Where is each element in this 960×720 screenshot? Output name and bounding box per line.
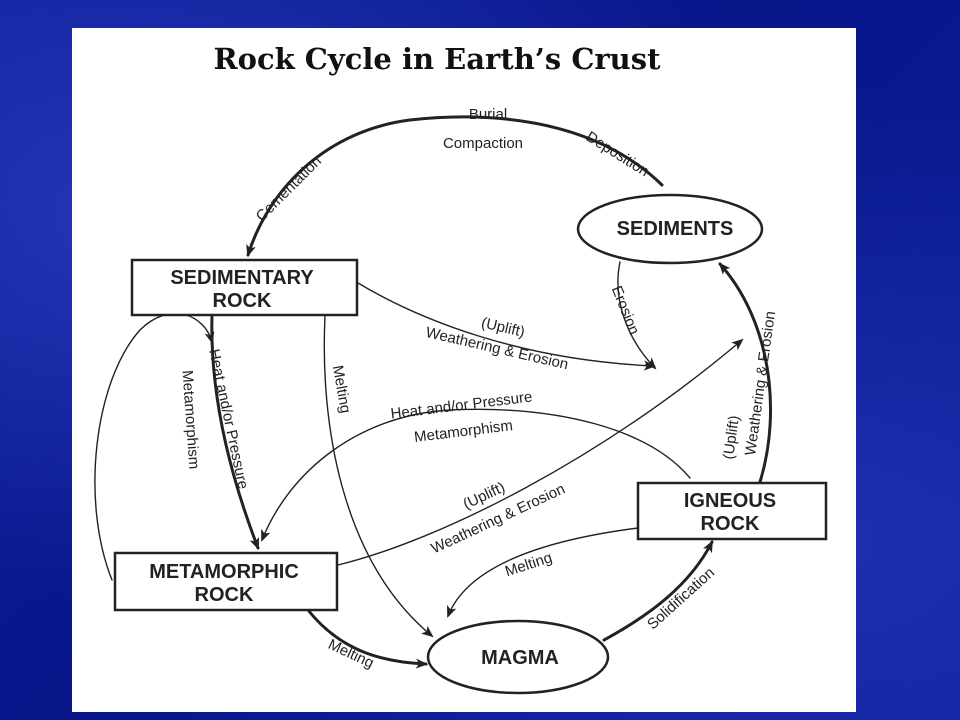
igneous-label-line1: IGNEOUS: [684, 490, 776, 512]
sediments-label: SEDIMENTS: [617, 218, 734, 240]
label-melting-3: Melting: [325, 636, 376, 672]
arrow-sedimentary-weathering: [357, 282, 656, 371]
metamorphic-label-line2: ROCK: [195, 584, 254, 606]
arrow-metamorphic-loop: [94, 312, 215, 581]
arrow-igneous-heat-pressure: [261, 408, 691, 542]
label-deposition: Deposition: [583, 128, 652, 180]
node-igneous-rock: IGNEOUS ROCK: [636, 481, 828, 541]
diagram-title: Rock Cycle in Earth’s Crust: [213, 42, 661, 76]
label-metamorphism-1: Metamorphism: [413, 417, 514, 446]
igneous-label-line2: ROCK: [701, 513, 760, 535]
node-magma: MAGMA: [426, 619, 610, 695]
arrow-sediments-erosion: [617, 261, 657, 370]
sedimentary-label-line2: ROCK: [213, 290, 272, 312]
metamorphic-label-line1: METAMORPHIC: [149, 561, 299, 583]
node-sediments: SEDIMENTS: [576, 193, 764, 265]
label-solidification: Solidification: [644, 564, 718, 633]
label-uplift-2: (Uplift): [720, 414, 743, 460]
label-heat-pressure-2: Heat and/or Pressure: [205, 348, 251, 491]
sedimentary-label-line1: SEDIMENTARY: [170, 267, 314, 289]
arrow-igneous-to-sediments: [718, 262, 773, 484]
arrow-sedimentary-to-metamorphic: [210, 314, 260, 550]
label-metamorphism-2: Metamorphism: [179, 370, 203, 470]
arrow-sediments-to-sedimentary: [246, 115, 664, 257]
label-burial: Burial: [469, 106, 507, 123]
arrow-metamorphic-weathering: [337, 338, 744, 566]
node-metamorphic-rock: METAMORPHIC ROCK: [113, 551, 339, 612]
label-melting-2: Melting: [503, 549, 554, 580]
arrow-magma-to-igneous: [602, 540, 714, 642]
label-cementation: Cementation: [253, 153, 325, 225]
label-weathering-erosion-2: Weathering & Erosion: [742, 310, 779, 457]
arrow-igneous-melting: [447, 527, 639, 618]
label-compaction: Compaction: [443, 135, 523, 152]
arrow-metamorphic-to-magma: [306, 608, 428, 669]
arrow-sedimentary-melting: [323, 315, 434, 638]
label-melting-1: Melting: [329, 364, 354, 415]
node-sedimentary-rock: SEDIMENTARY ROCK: [130, 258, 359, 317]
magma-label: MAGMA: [481, 647, 559, 669]
label-erosion: Erosion: [608, 284, 643, 338]
